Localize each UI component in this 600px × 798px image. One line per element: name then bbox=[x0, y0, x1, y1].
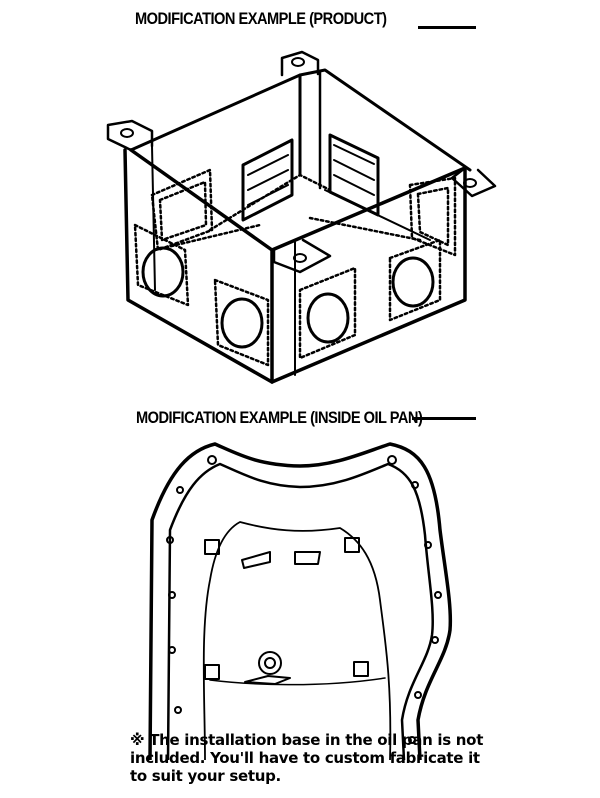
window-3 bbox=[298, 266, 357, 360]
tab-front bbox=[272, 238, 332, 274]
floor-line-1 bbox=[153, 223, 262, 252]
installation-note: ※ The installation base in the oil pan i… bbox=[130, 731, 490, 785]
bolt-hole bbox=[424, 541, 432, 549]
note-line-2: included. You'll have to custom fabricat… bbox=[130, 749, 480, 767]
oil-pan-title-rule bbox=[412, 417, 476, 420]
back-wall-right bbox=[298, 68, 472, 172]
drain-boss-inner bbox=[264, 657, 276, 669]
oil-pan-outer-flange bbox=[148, 442, 453, 760]
slot-left bbox=[241, 551, 271, 569]
floor-line-3 bbox=[208, 173, 332, 232]
back-slot-right-bars bbox=[333, 144, 375, 196]
oil-pan-floor bbox=[202, 521, 392, 760]
bolt-hole bbox=[176, 486, 184, 494]
bolt-hole bbox=[434, 591, 442, 599]
bolt-hole bbox=[166, 536, 174, 544]
front-wall-left-inner bbox=[151, 145, 156, 291]
drain-boss bbox=[258, 651, 282, 675]
mount-boss bbox=[204, 664, 220, 680]
oil-pan-inner-flange bbox=[166, 462, 434, 760]
window-1 bbox=[133, 223, 190, 307]
product-section-title: MODIFICATION EXAMPLE (PRODUCT) bbox=[135, 9, 387, 28]
floor-line-2 bbox=[308, 216, 422, 242]
back-wall-left bbox=[129, 73, 302, 177]
cutout-right-back bbox=[408, 176, 457, 257]
tab-right bbox=[450, 166, 497, 198]
oil-pan-section-title: MODIFICATION EXAMPLE (INSIDE OIL PAN) bbox=[136, 408, 423, 427]
slot-right bbox=[294, 551, 321, 565]
window-2 bbox=[213, 278, 270, 367]
bolt-hole bbox=[414, 691, 422, 699]
product-box-illustration bbox=[106, 50, 497, 384]
cutout-left-back-inner bbox=[158, 180, 208, 242]
oil-pan-illustration bbox=[148, 442, 453, 760]
bolt-hole bbox=[431, 636, 439, 644]
bolt-hole bbox=[174, 706, 182, 714]
mount-boss bbox=[344, 537, 360, 553]
window-4 bbox=[388, 238, 442, 322]
product-title-rule bbox=[418, 26, 476, 29]
round-hole-2 bbox=[220, 297, 264, 349]
round-hole-4 bbox=[391, 256, 435, 308]
tab-top-hole bbox=[291, 57, 305, 67]
bolt-hole bbox=[408, 736, 416, 744]
note-line-3: to suit your setup. bbox=[130, 767, 281, 785]
oil-pan-contour bbox=[209, 677, 386, 686]
mount-boss bbox=[353, 661, 369, 677]
bolt-hole bbox=[168, 646, 176, 654]
back-slot-left-bars bbox=[247, 154, 289, 206]
round-hole-3 bbox=[306, 292, 350, 344]
tab-left-hole bbox=[120, 128, 134, 138]
back-slot-left bbox=[241, 138, 294, 222]
bolt-hole bbox=[168, 591, 176, 599]
note-line-1: ※ The installation base in the oil pan i… bbox=[130, 731, 484, 749]
round-hole-1 bbox=[141, 246, 185, 298]
back-slot-right bbox=[328, 133, 380, 217]
bolt-hole bbox=[387, 455, 397, 465]
drain-base bbox=[244, 675, 291, 685]
bolt-hole bbox=[411, 481, 419, 489]
mount-boss bbox=[204, 539, 220, 555]
cutout-right-back-inner bbox=[416, 186, 450, 247]
tab-top bbox=[280, 50, 320, 77]
bolt-hole bbox=[207, 455, 217, 465]
